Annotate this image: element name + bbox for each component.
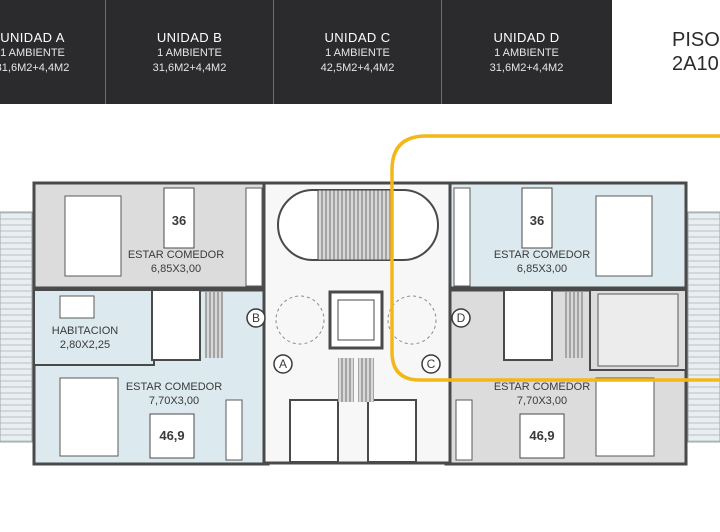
unit-marker-c[interactable]: [421, 354, 441, 374]
table-label: 36: [172, 213, 186, 228]
floor-plan: ESTAR COMEDOR 6,85X3,00 ESTAR COMEDOR 6,…: [0, 134, 720, 466]
unit-marker-b[interactable]: [246, 308, 266, 328]
table-label: 46,9: [159, 428, 184, 443]
unit-b-cell[interactable]: UNIDAD B 1 AMBIENTE 31,6M2+4,4M2: [106, 0, 273, 104]
unit-marker-label: C: [427, 357, 436, 371]
closet: [205, 292, 223, 358]
bathroom-a: [289, 399, 339, 463]
unit-c-title: UNIDAD C: [324, 29, 391, 45]
highlight-outline: [390, 134, 720, 382]
unit-d-title: UNIDAD D: [493, 29, 560, 45]
room-name: ESTAR COMEDOR: [494, 249, 590, 261]
unit-c-area: 42,5M2+4,4M2: [320, 61, 395, 74]
room-size: 2,80X2,25: [60, 339, 110, 351]
terrace-right: [687, 211, 720, 443]
bathroom-b: [151, 289, 201, 361]
unit-d-area: 31,6M2+4,4M2: [489, 61, 564, 74]
unit-d-cell[interactable]: UNIDAD D 1 AMBIENTE 31,6M2+4,4M2: [442, 0, 611, 104]
unit-d-type: 1 AMBIENTE: [494, 46, 559, 59]
floor-panel: PISO 2A10: [612, 0, 720, 104]
kitchen-a: [225, 399, 243, 461]
unit-marker-label: B: [252, 311, 260, 325]
room-size: 6,85X3,00: [151, 263, 201, 275]
bed-b: [64, 195, 122, 277]
room-name: ESTAR COMEDOR: [128, 249, 224, 261]
table-label: 46,9: [529, 428, 554, 443]
bed-c: [595, 377, 655, 457]
bed-bedroom-c: [597, 293, 679, 367]
dining-table-c: [519, 413, 565, 459]
room-name: ESTAR COMEDOR: [126, 381, 222, 393]
header-divider: [105, 0, 106, 104]
dining-table-b: [163, 187, 195, 249]
unit-a-title: UNIDAD A: [0, 29, 65, 45]
bed-d: [595, 195, 653, 277]
unit-a-cell[interactable]: UNIDAD A 1 AMBIENTE 31,6M2+4,4M2: [0, 0, 105, 104]
unit-marker-label: D: [457, 311, 466, 325]
floor-label: PISO: [672, 29, 720, 51]
lobby-circle: [275, 295, 325, 345]
unit-b-area: 31,6M2+4,4M2: [152, 61, 227, 74]
room-size: 6,85X3,00: [517, 263, 567, 275]
elevator-car: [337, 299, 375, 341]
room-size: 7,70X3,00: [149, 395, 199, 407]
elevator: [328, 290, 384, 350]
unit-b-title: UNIDAD B: [156, 29, 223, 45]
header-divider: [441, 0, 442, 104]
kitchen-b: [245, 187, 263, 287]
bathroom-c: [367, 399, 417, 463]
unit-c-cell[interactable]: UNIDAD C 1 AMBIENTE 42,5M2+4,4M2: [274, 0, 441, 104]
dining-table-a: [149, 413, 195, 459]
kitchen-d: [453, 187, 471, 287]
closet: [358, 358, 374, 402]
lobby-circle: [387, 295, 437, 345]
terrace-left: [0, 211, 33, 443]
unit-c-type: 1 AMBIENTE: [325, 46, 390, 59]
unit-a-type: 1 AMBIENTE: [0, 46, 65, 59]
unit-b-type: 1 AMBIENTE: [157, 46, 222, 59]
room-name: HABITACION: [52, 325, 118, 337]
room-size: 7,70X3,00: [517, 395, 567, 407]
table-label: 36: [530, 213, 544, 228]
bed-bedroom-a: [59, 295, 95, 319]
unit-marker-d[interactable]: [451, 308, 471, 328]
closet: [338, 358, 354, 402]
unit-marker-a[interactable]: [273, 354, 293, 374]
unit-marker-label: A: [279, 357, 287, 371]
room-name: ESTAR COMEDOR: [494, 381, 590, 393]
unit-a-area: 31,6M2+4,4M2: [0, 61, 70, 74]
dining-table-d: [521, 187, 553, 249]
bed-a: [59, 377, 119, 457]
kitchen-c: [455, 399, 473, 461]
floor-range: 2A10: [672, 53, 719, 75]
units-header: UNIDAD A 1 AMBIENTE 31,6M2+4,4M2 UNIDAD …: [0, 0, 720, 104]
header-divider: [273, 0, 274, 104]
bathroom-d: [503, 289, 553, 361]
closet: [565, 292, 583, 358]
stair-steps: [317, 189, 393, 261]
